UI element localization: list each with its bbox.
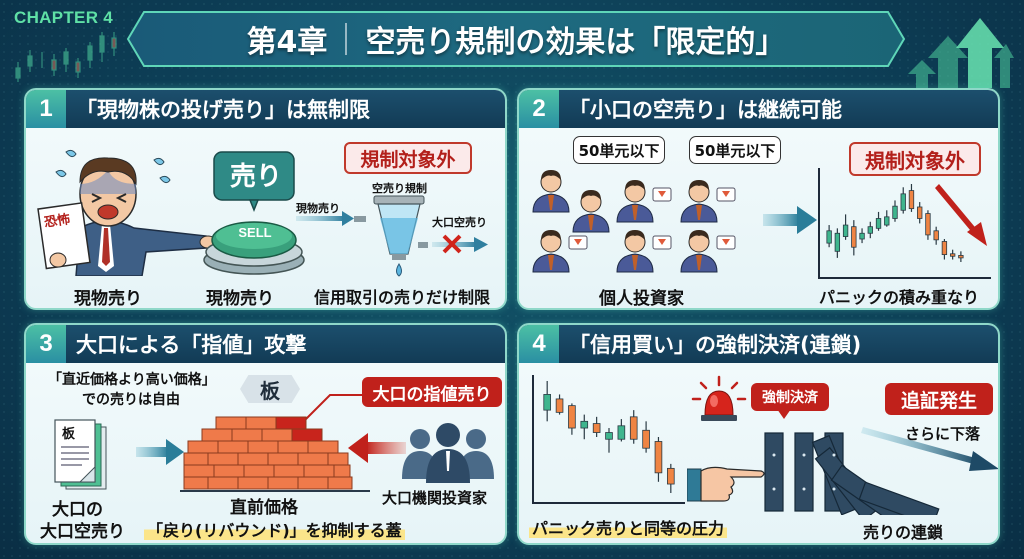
- filter-funnel-icon: [296, 195, 488, 277]
- caption-dominoes: 売りの連鎖: [863, 523, 944, 542]
- highlight-text: パニック売りと同等の圧力: [529, 519, 728, 538]
- caption-people: 個人投資家: [599, 289, 684, 309]
- caption-highlight: 「戻り(リバウンド)」を抑制する蓋: [144, 517, 405, 541]
- fear-paper-label: 恐怖: [43, 212, 72, 231]
- title-divider: [345, 23, 348, 55]
- panel-spot-selling: 1 「現物株の投げ売り」は無制限: [24, 88, 507, 310]
- callout-line: [299, 394, 362, 426]
- left-arrow-icon: [348, 433, 406, 463]
- document-label: 板: [62, 427, 76, 442]
- panel-number: 2: [519, 90, 559, 128]
- flow-in-label: 現物売り: [296, 202, 340, 215]
- order-board-document-icon: [54, 419, 107, 490]
- caption-investor: 大口機関投資家: [382, 489, 488, 507]
- falling-dominoes-icon: [764, 432, 940, 515]
- individual-investors-icon: [532, 169, 736, 273]
- panel-title: 「小口の空売り」は継続可能: [569, 98, 842, 122]
- caption-chart: パニックの積み重なり: [819, 288, 980, 307]
- panel-number: 3: [26, 325, 66, 363]
- panel-number: 1: [26, 90, 66, 128]
- margin-call-badge: 追証発生: [885, 383, 993, 415]
- panel-title: 「信用買い」の強制決済(連鎖): [569, 333, 862, 357]
- panel-header: 3 大口による「指値」攻撃: [26, 325, 505, 363]
- background-up-arrows-icon: [908, 18, 1014, 88]
- caption-doc-line-2: 大口空売り: [40, 522, 125, 542]
- limit-sell-badge: 大口の指値売り: [362, 377, 502, 407]
- caption-chart: パニック売りと同等の圧力: [529, 515, 728, 539]
- forced-liquidation-bubble: 強制決済: [751, 383, 829, 411]
- panel-title: 大口による「指値」攻撃: [76, 333, 307, 357]
- caption-filter: 信用取引の売りだけ制限: [314, 288, 491, 307]
- institutional-investors-icon: [402, 423, 494, 483]
- panel-header: 1 「現物株の投げ売り」は無制限: [26, 90, 505, 128]
- panel-limit-order-attack: 3 大口による「指値」攻撃 「直近価格より高い価格」 での売りは自由 板 大口の…: [24, 323, 507, 545]
- title-banner: 第4章 空売り規制の効果は「限定的」: [126, 10, 906, 68]
- unregulated-badge: 規制対象外: [344, 142, 472, 174]
- panel-forced-liquidation: 4 「信用買い」の強制決済(連鎖) パニック売りと同等の圧力 強制決済 追証発生: [517, 323, 1000, 545]
- speech-bubble: 50単元以下: [689, 136, 781, 164]
- flow-out-label: 大口空売り: [432, 216, 487, 229]
- panel-small-short-selling: 2 「小口の空売り」は継続可能 50単元以下 50単元以下: [517, 88, 1000, 310]
- panel-header: 4 「信用買い」の強制決済(連鎖): [519, 325, 998, 363]
- panel-number: 4: [519, 325, 559, 363]
- siren-alarm-icon: [691, 375, 747, 421]
- caption-person: 現物売り: [74, 289, 142, 309]
- caption-wall: 直前価格: [230, 498, 298, 518]
- note-line-1: 「直近価格より高い価格」: [48, 372, 216, 388]
- highlight-text: 「戻り(リバウンド)」を抑制する蓋: [144, 521, 405, 540]
- page-title: 空売り規制の効果は「限定的」: [365, 25, 786, 60]
- panel-title: 「現物株の投げ売り」は無制限: [76, 98, 370, 122]
- panel-header: 2 「小口の空売り」は継続可能: [519, 90, 998, 128]
- chapter-number: 第4章: [246, 25, 328, 60]
- caption-doc-line-1: 大口の: [52, 500, 103, 520]
- scared-investor-icon: [37, 149, 216, 276]
- caption-button: 現物売り: [206, 289, 274, 309]
- filter-label: 空売り規制: [372, 182, 427, 195]
- order-board-tag: 板: [240, 375, 300, 403]
- falling-trend-arrow-icon: [861, 427, 998, 471]
- candlestick-chart-falling: [532, 375, 685, 504]
- bubble-tail: [777, 409, 791, 419]
- right-arrow-icon: [136, 439, 184, 465]
- note-line-2: での売りは自由: [82, 392, 180, 408]
- candlestick-chart-rising-falling: [818, 168, 991, 279]
- sell-bubble-label: 売り: [229, 162, 282, 192]
- sell-button-icon: [203, 151, 305, 275]
- speech-bubble: 50単元以下: [573, 136, 665, 164]
- further-decline-label: さらに下落: [905, 425, 981, 443]
- chapter-tag: CHAPTER 4: [14, 8, 114, 27]
- brick-wall-icon: [180, 416, 370, 492]
- pointing-hand-icon: [687, 466, 765, 502]
- background-candlestick-icon: [15, 32, 117, 82]
- sell-button-label[interactable]: SELL: [238, 225, 272, 240]
- unregulated-badge: 規制対象外: [849, 142, 981, 176]
- right-arrow-icon: [763, 206, 817, 234]
